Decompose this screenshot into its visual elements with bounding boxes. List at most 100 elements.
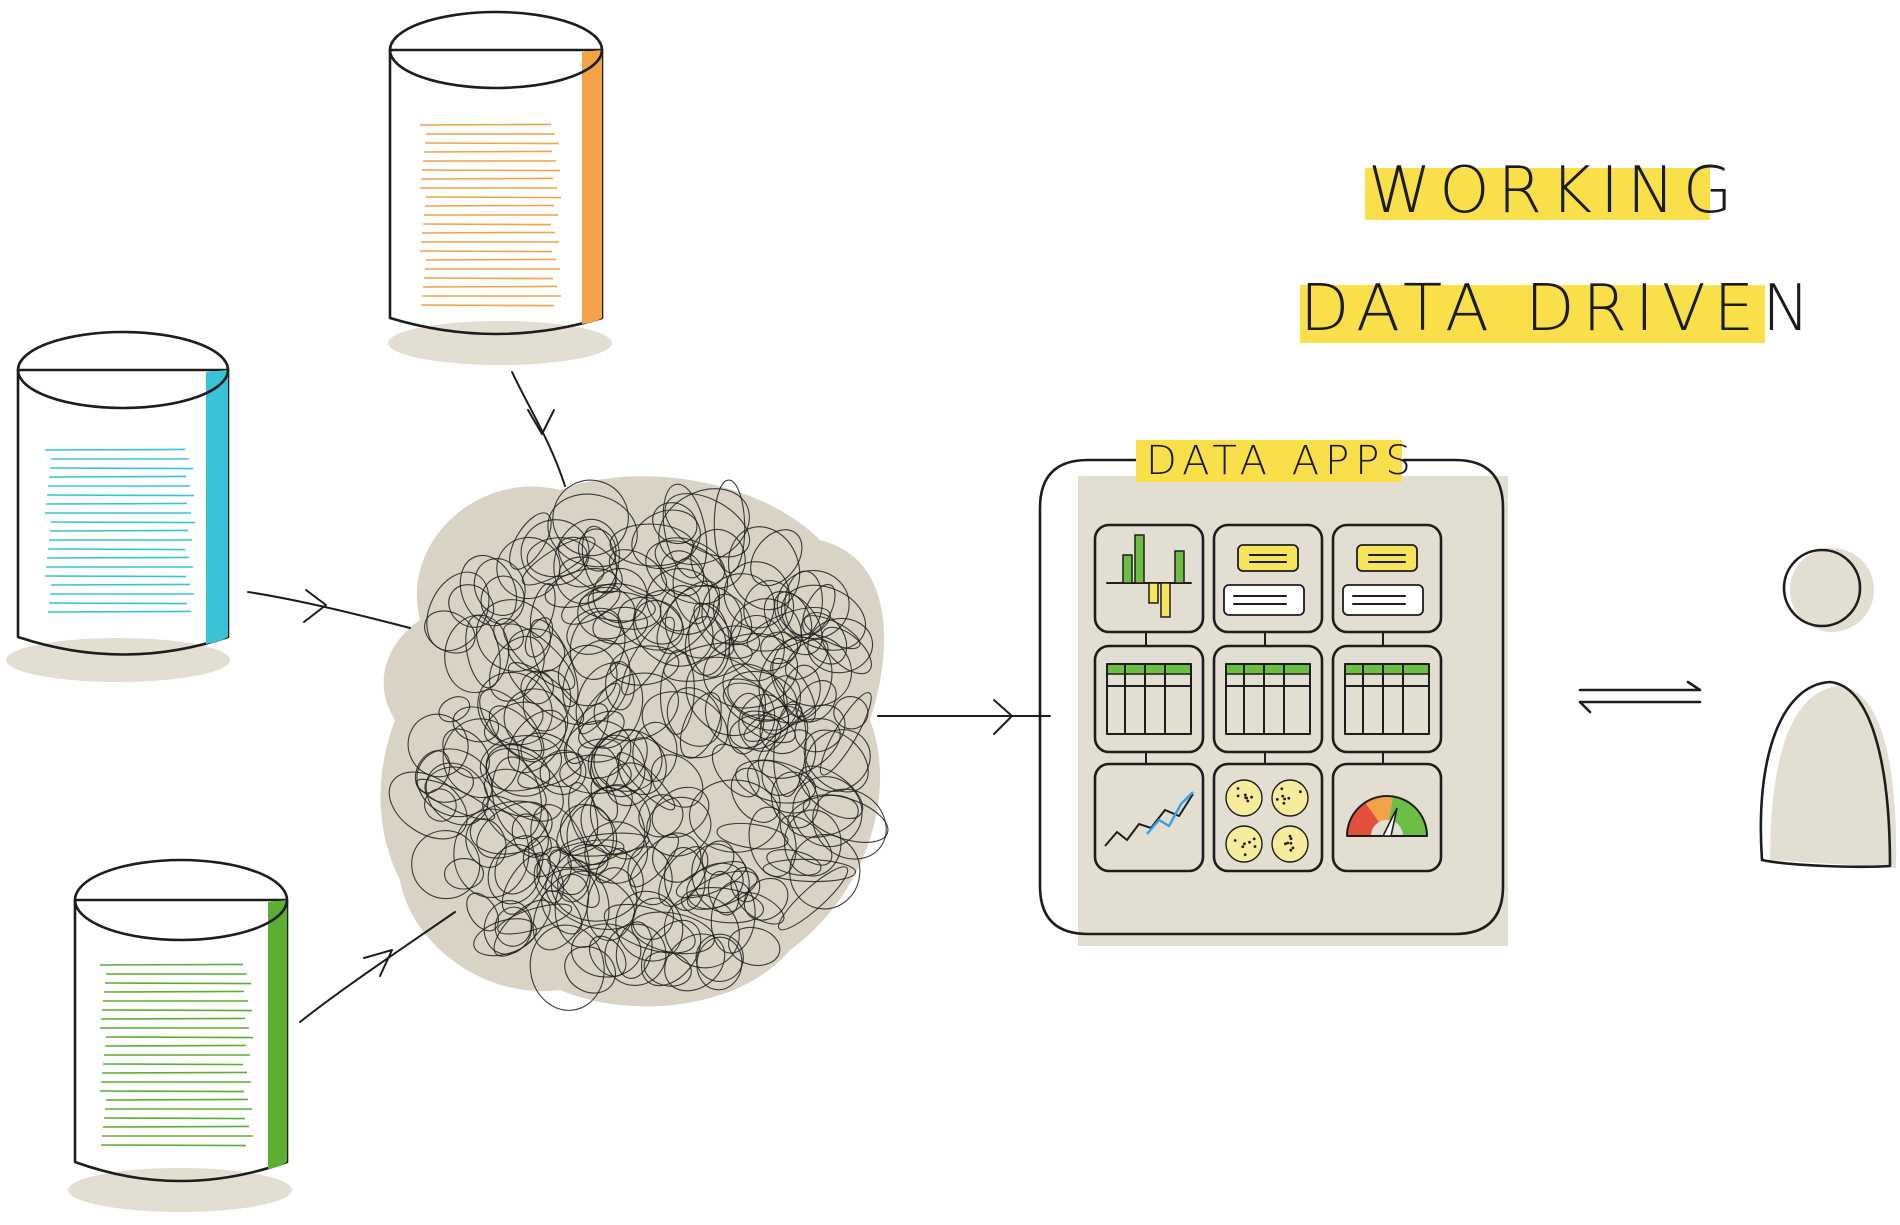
scatter-dot	[1283, 797, 1286, 801]
tangle-loop	[728, 526, 801, 611]
text-line	[50, 521, 196, 524]
tangle-loop	[777, 866, 849, 931]
tangle-loop	[558, 536, 623, 594]
tangle-loop	[442, 728, 490, 779]
tangle-loop	[563, 720, 632, 780]
tangle-loop	[564, 946, 616, 994]
scatter-dot	[1246, 799, 1250, 803]
tangle-loop	[536, 846, 572, 892]
tangle-loop	[663, 894, 740, 969]
arrow-orange-head	[527, 409, 555, 435]
green-database-shadow	[68, 1168, 292, 1212]
green-database-side	[268, 900, 287, 1169]
tangle-loop	[577, 586, 636, 640]
tangle-loop	[496, 536, 561, 600]
tangle-loop	[664, 493, 751, 558]
tangle-loop	[590, 728, 648, 792]
bar-4	[1160, 582, 1171, 618]
scatter-dot	[1288, 834, 1292, 838]
tangle-loop	[483, 701, 544, 746]
text-line	[423, 277, 554, 280]
tangle-loop	[741, 710, 796, 744]
scatter-dot	[1284, 842, 1287, 846]
tangle-loop	[766, 849, 822, 876]
tile-table-2	[1212, 644, 1324, 754]
tangle-loop	[605, 660, 635, 711]
tangle-loop	[473, 918, 537, 957]
tangle-loop	[549, 849, 600, 908]
scatter-dot	[1250, 795, 1253, 799]
scatter-dot	[1243, 842, 1246, 846]
tangle-loop	[789, 833, 861, 910]
tangle-loop	[477, 671, 553, 746]
tangle-loop	[483, 900, 533, 955]
tangle-loop	[672, 557, 711, 625]
tangle-loop	[684, 616, 727, 676]
tangle-loop	[722, 682, 790, 731]
tangle-loop	[494, 835, 544, 895]
green-database	[68, 858, 292, 1212]
apps-panel-frame	[1038, 458, 1505, 936]
tangle-loop	[760, 631, 799, 665]
tangle-loop	[424, 610, 476, 654]
scatter-dot	[1281, 794, 1285, 798]
arrow-green-head	[363, 949, 393, 977]
text-line	[419, 250, 553, 253]
tangle-loop	[465, 818, 507, 868]
tangle-loop	[609, 645, 680, 686]
tangle-loop	[509, 512, 552, 570]
text-line	[46, 494, 195, 497]
tangle-loop	[696, 936, 743, 991]
tile-line-chart	[1093, 762, 1205, 873]
tangle-loop	[529, 619, 579, 708]
tile-form-1	[1212, 523, 1324, 634]
tangle-loop	[494, 906, 532, 947]
green-database-top	[73, 858, 289, 942]
tangle-loop	[787, 794, 859, 838]
text-line	[47, 548, 186, 551]
tangle-loop	[442, 718, 520, 799]
tangle-loop	[615, 921, 653, 979]
tangle-loop	[666, 687, 722, 747]
tangle-loop	[503, 623, 576, 690]
tangle-loop	[491, 756, 543, 840]
tangle-loop	[650, 754, 704, 808]
tangle-loop	[425, 762, 489, 826]
tangle-loop	[629, 833, 680, 888]
tangle-loop	[547, 493, 638, 568]
tangle-loop	[728, 926, 781, 967]
cyan-database-side	[206, 370, 228, 644]
source-arrows	[247, 371, 1051, 1023]
text-line	[48, 602, 188, 605]
scatter-dot	[1236, 794, 1240, 798]
tangle-loop	[776, 569, 850, 640]
tangle-loop	[641, 691, 729, 759]
heading-line-1: WORKING	[1368, 154, 1740, 228]
tile-scatter-clusters	[1212, 762, 1324, 873]
bar-2	[1134, 534, 1145, 584]
text-line	[424, 142, 560, 145]
tangle-loop	[488, 705, 543, 760]
tangle-loop	[559, 803, 618, 866]
orange-database-text-lines	[419, 123, 562, 307]
tangle-loop	[723, 561, 790, 629]
gauge-orange	[1365, 795, 1393, 822]
tangle-loop	[411, 830, 481, 900]
tangle-loop	[529, 583, 556, 638]
tangle-loop	[443, 858, 485, 890]
tangle-loop	[802, 583, 836, 635]
orange-database	[388, 10, 612, 365]
heading-highlight-2	[1300, 285, 1765, 343]
tangle-loop	[507, 662, 585, 725]
cyan-database-top	[16, 330, 230, 410]
tangle-loop	[774, 591, 813, 642]
tangle-loop	[566, 607, 622, 655]
scatter-dot	[1282, 801, 1286, 805]
orange-database-body	[388, 48, 604, 336]
scatter-dot	[1236, 787, 1240, 790]
tile-form-2	[1331, 523, 1443, 634]
scatter-dot	[1248, 840, 1251, 844]
tangle-loop	[652, 832, 702, 883]
tangle-loop	[686, 870, 758, 910]
tangle-loop	[654, 537, 726, 587]
